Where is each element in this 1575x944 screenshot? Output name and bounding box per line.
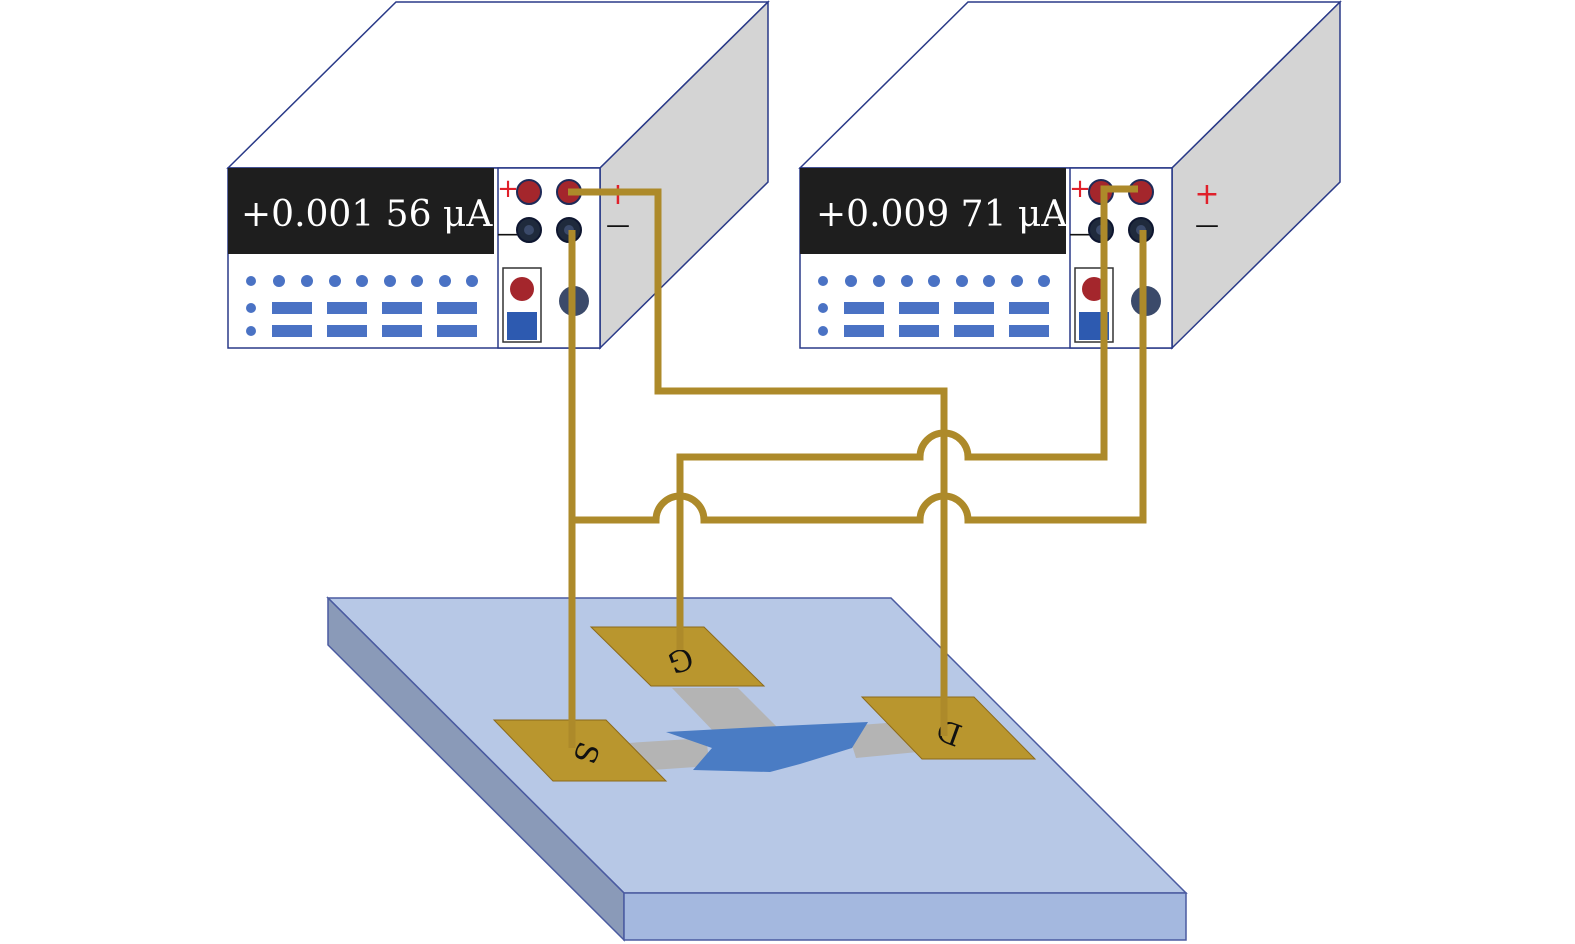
key-dot[interactable] — [1011, 275, 1023, 287]
meter-2-side-plus-sign: + — [1194, 177, 1219, 212]
key-dot[interactable] — [246, 276, 256, 286]
key-dot[interactable] — [273, 275, 285, 287]
meter-1-button-frame — [502, 267, 542, 343]
drain-pad: D — [860, 696, 1037, 760]
key-button[interactable] — [272, 325, 312, 337]
key-dot[interactable] — [901, 275, 913, 287]
meter-1-keypad — [246, 275, 478, 337]
key-button[interactable] — [1009, 302, 1049, 314]
wire-meter1-plus-to-drain — [568, 188, 948, 736]
key-button[interactable] — [844, 325, 884, 337]
key-dot[interactable] — [818, 303, 828, 313]
key-dot[interactable] — [928, 275, 940, 287]
key-dot[interactable] — [818, 276, 828, 286]
meter-2-red-button[interactable] — [1082, 277, 1106, 301]
wire-meter2-plus-to-gate — [676, 185, 1138, 650]
flake-sample — [666, 722, 868, 772]
key-dot[interactable] — [246, 326, 256, 336]
key-dot[interactable] — [1038, 275, 1050, 287]
substrate-front-face — [623, 892, 1187, 941]
key-dot[interactable] — [873, 275, 885, 287]
meter-2-plus-sign: + — [1069, 174, 1091, 204]
key-dot[interactable] — [384, 275, 396, 287]
meter-1-plus-sign: + — [497, 174, 519, 204]
key-button[interactable] — [844, 302, 884, 314]
meter-1-side-minus-sign: — — [606, 211, 630, 239]
meter-2-display — [800, 168, 1066, 254]
meter-1-reading: +0.001 56 μA — [241, 194, 493, 235]
meter-2-minus-sign: — — [1069, 222, 1091, 247]
key-dot[interactable] — [439, 275, 451, 287]
key-button[interactable] — [437, 325, 477, 337]
key-button[interactable] — [899, 302, 939, 314]
key-button[interactable] — [382, 325, 422, 337]
wires — [568, 185, 1147, 748]
key-button[interactable] — [954, 325, 994, 337]
key-dot[interactable] — [246, 303, 256, 313]
meter-1-display — [228, 168, 494, 254]
key-dot[interactable] — [301, 275, 313, 287]
electrode-pads: G S D — [492, 626, 1037, 782]
meter-1-plus-terminal-left[interactable] — [516, 179, 542, 205]
key-dot[interactable] — [983, 275, 995, 287]
key-button[interactable] — [1009, 325, 1049, 337]
meter-1-blue-switch[interactable] — [507, 312, 537, 340]
meter-2-side-minus-sign: — — [1195, 211, 1219, 239]
key-dot[interactable] — [329, 275, 341, 287]
key-dot[interactable] — [466, 275, 478, 287]
meter-1-minus-sign: — — [497, 222, 519, 247]
meter-2-keypad — [818, 275, 1050, 337]
key-dot[interactable] — [956, 275, 968, 287]
key-button[interactable] — [327, 302, 367, 314]
key-button[interactable] — [382, 302, 422, 314]
meter-2-button-frame — [1074, 267, 1114, 343]
gate-lead — [672, 688, 778, 734]
key-dot[interactable] — [411, 275, 423, 287]
wire-meter2-minus-to-source — [572, 230, 1147, 524]
meter-2-reading: +0.009 71 μA — [816, 194, 1068, 235]
key-button[interactable] — [327, 325, 367, 337]
key-button[interactable] — [899, 325, 939, 337]
meter-1-red-button[interactable] — [510, 277, 534, 301]
meter-2: +0.009 71 μA + — — [798, 0, 1342, 350]
key-button[interactable] — [954, 302, 994, 314]
key-button[interactable] — [437, 302, 477, 314]
source-lead — [628, 738, 710, 770]
key-dot[interactable] — [845, 275, 857, 287]
key-dot[interactable] — [356, 275, 368, 287]
key-button[interactable] — [272, 302, 312, 314]
key-dot[interactable] — [818, 326, 828, 336]
meter-1: +0.001 56 μA + — — [226, 0, 770, 350]
